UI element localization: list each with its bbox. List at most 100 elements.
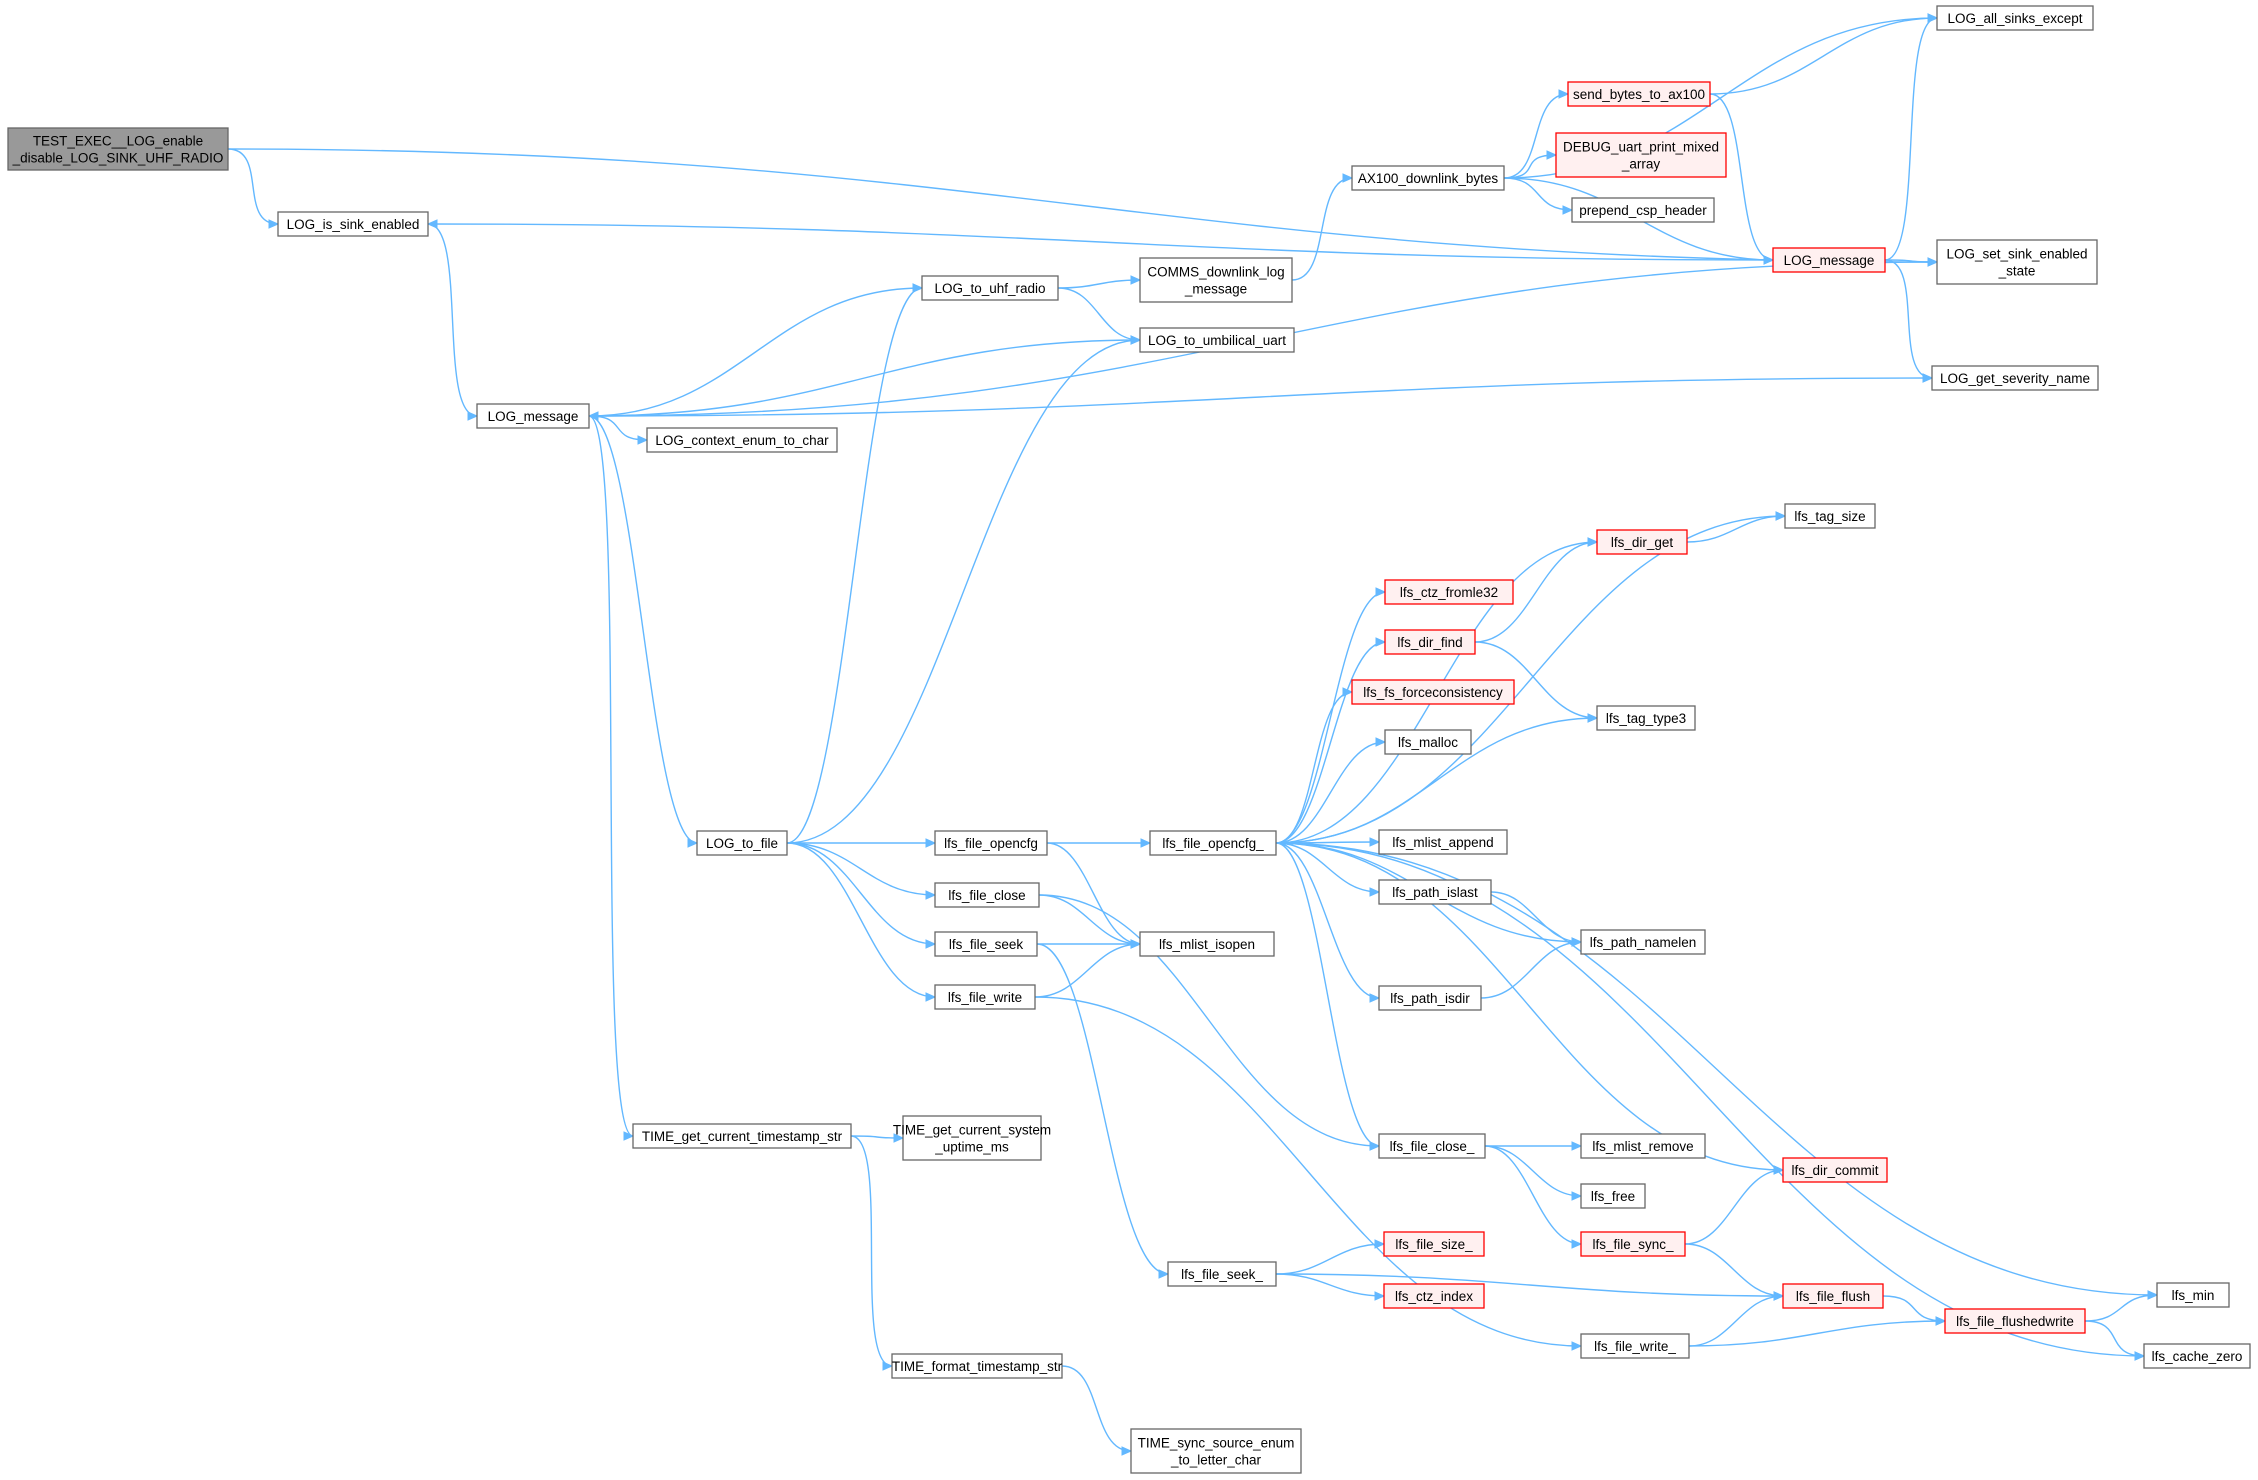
node-box[interactable] — [696, 830, 788, 856]
node-lfs_file_opencfg[interactable]: lfs_file_opencfg — [934, 830, 1048, 856]
node-debug_uart[interactable]: DEBUG_uart_print_mixed_array — [1555, 132, 1727, 178]
node-lfs_file_opencfg_[interactable]: lfs_file_opencfg_ — [1149, 830, 1277, 856]
node-lfs_file_seek_[interactable]: lfs_file_seek_ — [1167, 1261, 1277, 1287]
node-time_sync[interactable]: TIME_sync_source_enum_to_letter_char — [1130, 1428, 1302, 1474]
node-send_bytes[interactable]: send_bytes_to_ax100 — [1567, 81, 1711, 107]
node-prepend_csp[interactable]: prepend_csp_header — [1571, 197, 1715, 223]
node-box[interactable] — [1580, 1231, 1686, 1257]
node-box[interactable] — [1555, 132, 1727, 178]
node-lfs_file_write_[interactable]: lfs_file_write_ — [1580, 1333, 1690, 1359]
node-box[interactable] — [1383, 1283, 1485, 1309]
node-time_format[interactable]: TIME_format_timestamp_str — [891, 1353, 1063, 1379]
node-lfs_file_flush[interactable]: lfs_file_flush — [1782, 1283, 1884, 1309]
node-comms_downlink[interactable]: COMMS_downlink_log_message — [1139, 257, 1293, 303]
node-lfs_file_sync_[interactable]: lfs_file_sync_ — [1580, 1231, 1686, 1257]
node-box[interactable] — [934, 830, 1048, 856]
node-time_get_uptime[interactable]: TIME_get_current_system_uptime_ms — [893, 1115, 1051, 1161]
node-box[interactable] — [1139, 327, 1295, 353]
node-box[interactable] — [476, 403, 590, 429]
node-box[interactable] — [1580, 1333, 1690, 1359]
node-lfs_path_isdir[interactable]: lfs_path_isdir — [1378, 985, 1482, 1011]
node-box[interactable] — [277, 211, 429, 237]
node-box[interactable] — [1567, 81, 1711, 107]
node-box[interactable] — [1931, 365, 2099, 391]
node-lfs_file_seek[interactable]: lfs_file_seek — [934, 931, 1038, 957]
node-box[interactable] — [1130, 1428, 1302, 1474]
node-lfs_path_islast[interactable]: lfs_path_islast — [1378, 879, 1492, 905]
node-lfs_malloc[interactable]: lfs_malloc — [1384, 729, 1472, 755]
node-box[interactable] — [1149, 830, 1277, 856]
node-lfs_file_flushedwrite[interactable]: lfs_file_flushedwrite — [1944, 1308, 2086, 1334]
node-box[interactable] — [646, 427, 838, 453]
node-log_is_sink_enabled[interactable]: LOG_is_sink_enabled — [277, 211, 429, 237]
node-box[interactable] — [1139, 931, 1275, 957]
node-lfs_tag_size[interactable]: lfs_tag_size — [1784, 503, 1876, 529]
node-box[interactable] — [2156, 1282, 2230, 1308]
node-lfs_tag_type3[interactable]: lfs_tag_type3 — [1596, 705, 1696, 731]
node-log_to_file[interactable]: LOG_to_file — [696, 830, 788, 856]
node-box[interactable] — [934, 984, 1036, 1010]
node-lfs_mlist_isopen[interactable]: lfs_mlist_isopen — [1139, 931, 1275, 957]
node-box[interactable] — [1351, 679, 1515, 705]
node-log_to_uhf_radio[interactable]: LOG_to_uhf_radio — [921, 275, 1059, 301]
node-box[interactable] — [1139, 257, 1293, 303]
node-lfs_ctz_index[interactable]: lfs_ctz_index — [1383, 1283, 1485, 1309]
node-log_to_umbilical[interactable]: LOG_to_umbilical_uart — [1139, 327, 1295, 353]
node-lfs_file_close[interactable]: lfs_file_close — [934, 882, 1040, 908]
node-box[interactable] — [1596, 529, 1688, 555]
node-box[interactable] — [1384, 729, 1472, 755]
node-lfs_min[interactable]: lfs_min — [2156, 1282, 2230, 1308]
node-log_message_red[interactable]: LOG_message — [1772, 247, 1886, 273]
node-box[interactable] — [1351, 165, 1505, 191]
node-box[interactable] — [1580, 1183, 1646, 1209]
node-box[interactable] — [1772, 247, 1886, 273]
node-box[interactable] — [1580, 1133, 1706, 1159]
node-box[interactable] — [1580, 929, 1706, 955]
node-box[interactable] — [1944, 1308, 2086, 1334]
node-lfs_file_close_[interactable]: lfs_file_close_ — [1378, 1133, 1486, 1159]
node-lfs_dir_commit[interactable]: lfs_dir_commit — [1782, 1157, 1888, 1183]
node-box[interactable] — [934, 931, 1038, 957]
node-box[interactable] — [891, 1353, 1063, 1379]
node-box[interactable] — [1378, 829, 1508, 855]
node-box[interactable] — [921, 275, 1059, 301]
node-root[interactable]: TEST_EXEC__LOG_enable_disable_LOG_SINK_U… — [7, 127, 229, 171]
node-box[interactable] — [1378, 879, 1492, 905]
node-box[interactable] — [1571, 197, 1715, 223]
node-lfs_dir_find[interactable]: lfs_dir_find — [1384, 629, 1476, 655]
node-log_context_enum[interactable]: LOG_context_enum_to_char — [646, 427, 838, 453]
node-box[interactable] — [2143, 1343, 2251, 1369]
node-box[interactable] — [1936, 239, 2098, 285]
node-box[interactable] — [1384, 629, 1476, 655]
node-log_set_sink[interactable]: LOG_set_sink_enabled_state — [1936, 239, 2098, 285]
node-lfs_dir_get[interactable]: lfs_dir_get — [1596, 529, 1688, 555]
node-box[interactable] — [1782, 1157, 1888, 1183]
node-box[interactable] — [1167, 1261, 1277, 1287]
node-lfs_free[interactable]: lfs_free — [1580, 1183, 1646, 1209]
node-box[interactable] — [7, 127, 229, 171]
node-time_get_ts[interactable]: TIME_get_current_timestamp_str — [632, 1123, 852, 1149]
node-box[interactable] — [1596, 705, 1696, 731]
node-ax100_downlink[interactable]: AX100_downlink_bytes — [1351, 165, 1505, 191]
node-box[interactable] — [902, 1115, 1042, 1161]
node-lfs_mlist_append[interactable]: lfs_mlist_append — [1378, 829, 1508, 855]
node-box[interactable] — [1782, 1283, 1884, 1309]
node-lfs_mlist_remove[interactable]: lfs_mlist_remove — [1580, 1133, 1706, 1159]
node-lfs_path_namelen[interactable]: lfs_path_namelen — [1580, 929, 1706, 955]
node-lfs_file_write[interactable]: lfs_file_write — [934, 984, 1036, 1010]
node-box[interactable] — [632, 1123, 852, 1149]
node-box[interactable] — [1936, 5, 2094, 31]
node-lfs_ctz_fromle32[interactable]: lfs_ctz_fromle32 — [1384, 579, 1514, 605]
node-log_message[interactable]: LOG_message — [476, 403, 590, 429]
node-box[interactable] — [1378, 985, 1482, 1011]
node-box[interactable] — [1784, 503, 1876, 529]
node-box[interactable] — [1384, 579, 1514, 605]
node-lfs_file_size_[interactable]: lfs_file_size_ — [1383, 1231, 1485, 1257]
node-box[interactable] — [934, 882, 1040, 908]
node-lfs_cache_zero[interactable]: lfs_cache_zero — [2143, 1343, 2251, 1369]
node-log_get_severity[interactable]: LOG_get_severity_name — [1931, 365, 2099, 391]
node-box[interactable] — [1378, 1133, 1486, 1159]
node-lfs_fs_force[interactable]: lfs_fs_forceconsistency — [1351, 679, 1515, 705]
node-log_all_sinks[interactable]: LOG_all_sinks_except — [1936, 5, 2094, 31]
node-box[interactable] — [1383, 1231, 1485, 1257]
